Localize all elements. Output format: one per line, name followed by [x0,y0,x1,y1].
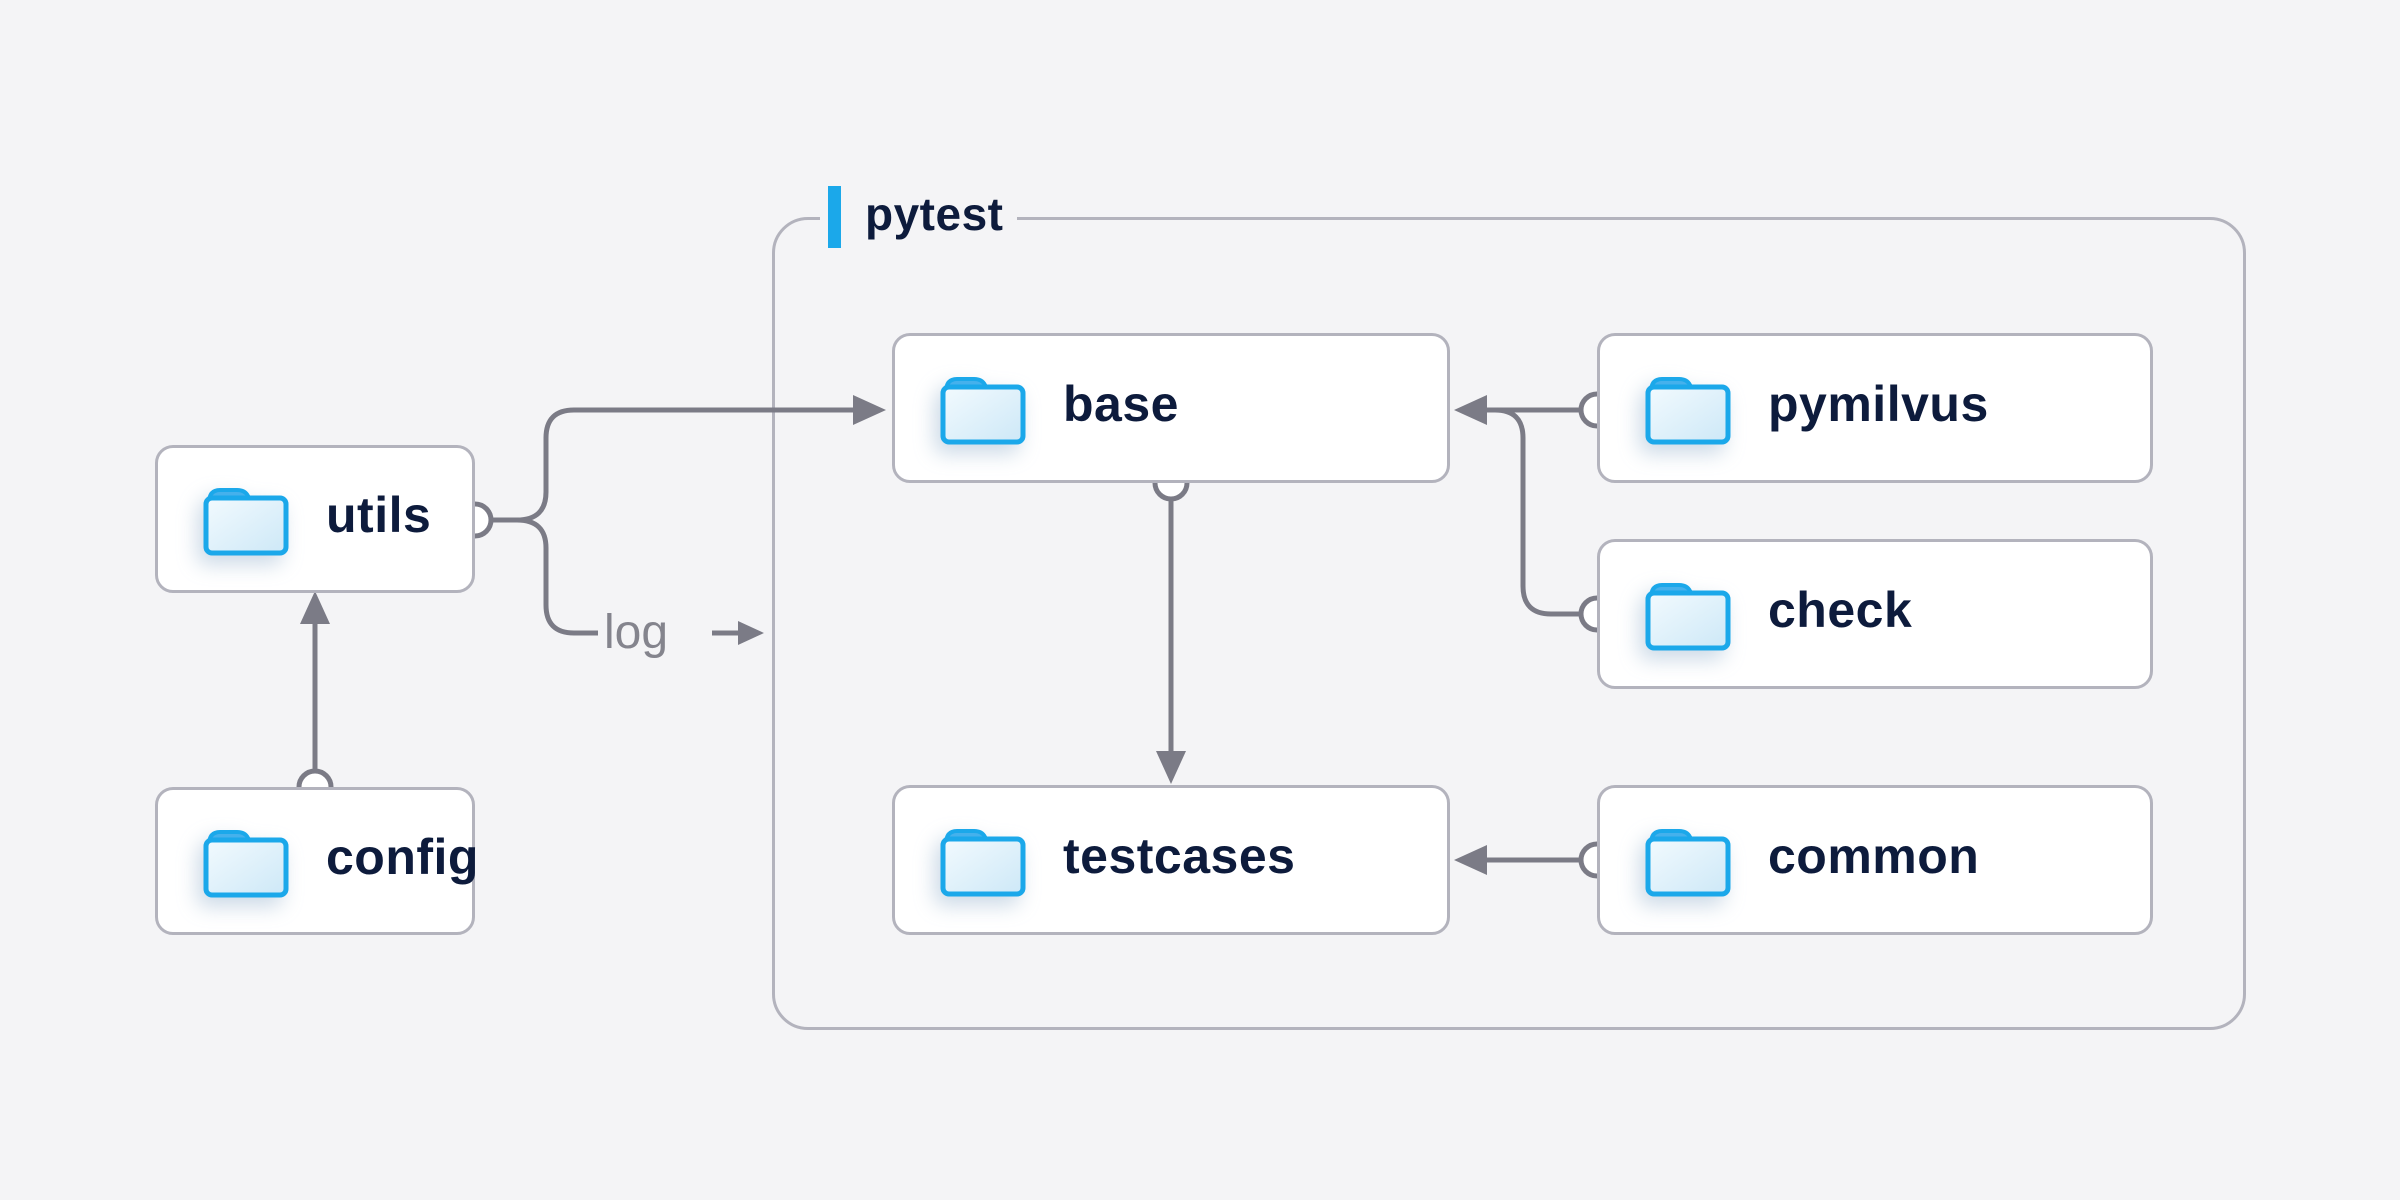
node-utils: utils [155,445,475,593]
folder-icon [1642,576,1734,652]
node-label: pymilvus [1768,376,1989,432]
folder-icon [200,481,292,557]
node-pymilvus: pymilvus [1597,333,2153,483]
node-label: testcases [1063,828,1296,884]
pytest-group-label: pytest [820,185,1018,249]
pytest-group-box [772,217,2246,1030]
node-label: config [326,829,479,885]
folder-icon [937,370,1029,446]
node-testcases: testcases [892,785,1450,935]
node-common: common [1597,785,2153,935]
edge-label-log: log [604,606,669,659]
folder-icon [937,822,1029,898]
accent-bar [828,186,841,248]
node-base: base [892,333,1450,483]
node-label: utils [326,487,432,543]
node-config: config [155,787,478,935]
node-label: common [1768,828,1980,884]
node-check: check [1597,539,2153,689]
edge-config-utils [296,591,334,806]
folder-icon [1642,370,1734,446]
node-label: base [1063,376,1179,432]
folder-icon [200,823,292,899]
folder-icon [1642,822,1734,898]
node-label: check [1768,582,1913,638]
group-title: pytest [865,188,1004,240]
